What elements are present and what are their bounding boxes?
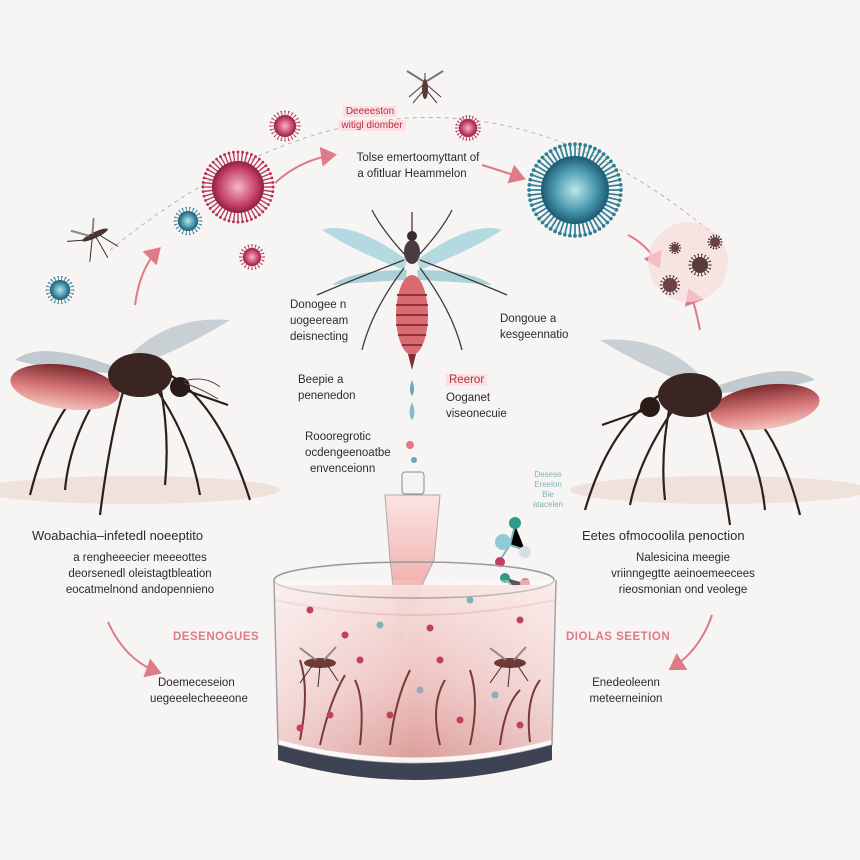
label-right-desc-3: rieosmonian ond veolege [618,584,748,596]
arrow-top-right [481,164,526,184]
label-left-mid-2: uogeeream [290,315,349,327]
label-right-pink: DIOLAS SEETION [566,631,671,643]
label-right-bottom-1: Enedeoleenn [592,677,660,689]
label-center-left-a2: penenedon [298,390,356,402]
label-center-left-b3: envenceionn [310,463,376,475]
mosquito-illustration-center [316,209,508,370]
arrow-left-up [134,247,161,306]
label-left-pink: DESENOGUES [173,631,260,643]
label-left-desc-2: deorsenedl oleistagtbleation [68,568,212,580]
mosquito-illustration-right [583,339,820,526]
virus-cluster-right [648,222,728,302]
label-left-desc-1: a rengheeecier meeeottes [73,552,207,564]
label-top-tiny-2: witigl diomber [338,120,406,132]
label-right-desc-2: vriinngegtte aeinoemeecees [611,568,755,580]
label-right-mid-2: kesgeennatio [500,329,569,341]
label-center-right-tag: Reeror [446,373,488,388]
virus-icon-large-teal [527,142,623,238]
virus-icon-large-magenta [201,150,275,224]
label-top-tiny-1: Deeeeston [342,106,398,118]
ground-shadow-left [0,476,280,504]
arrow-right-bottom [668,614,713,671]
label-left-bottom-1: Doemeceseion [158,677,235,689]
arrow-top-left [274,146,337,184]
label-jar-tiny-4: atacelen [532,500,564,509]
mosquito-illustration-left [10,319,252,516]
label-jar-tiny-1: Desese [534,470,562,479]
label-left-title: Woabachia–infetedl noeeptito [32,528,204,543]
label-left-bottom-2: uegeeelecheeeone [150,693,248,705]
label-right-mid-1: Dongoue a [500,313,557,325]
inner-mosquito-right [489,646,529,688]
label-right-bottom-2: meteerneinion [589,693,663,705]
label-left-desc-3: eocatmelnond andopennieno [65,584,215,596]
label-center-right-1: Ooganet [446,392,491,404]
label-right-title: Eetes ofmocoolila penoction [582,528,745,543]
label-right-desc-1: Nalesicina meegie [636,552,730,564]
inner-mosquito-left [299,646,339,688]
label-left-mid-3: deisnecting [290,331,349,343]
arrow-left-bottom [107,621,162,678]
mosquito-icon-top [406,70,444,104]
cycle-dashed-arc [109,117,721,251]
label-jar-tiny-3: Bie [542,490,554,499]
jar-container-icon [273,561,557,780]
label-left-mid-1: Donogee n [290,299,347,311]
mosquito-icon-small-left [67,217,119,262]
label-center-left-b2: ocdengeenoatbe [305,447,391,459]
label-jar-tiny-2: Ereelon [534,480,562,489]
droplets [406,380,417,463]
label-center-right-2: viseonecuie [446,408,507,420]
label-top-center-1: Tolse emertoomyttant of [356,152,480,164]
virus-icon-small-group [45,110,481,305]
label-center-left-b1: Roooregrotic [305,431,371,443]
label-center-left-a1: Beepie a [298,374,344,386]
label-top-center-2: a ofitluar Heammelon [357,168,467,180]
ground-shadow-right [570,476,860,504]
